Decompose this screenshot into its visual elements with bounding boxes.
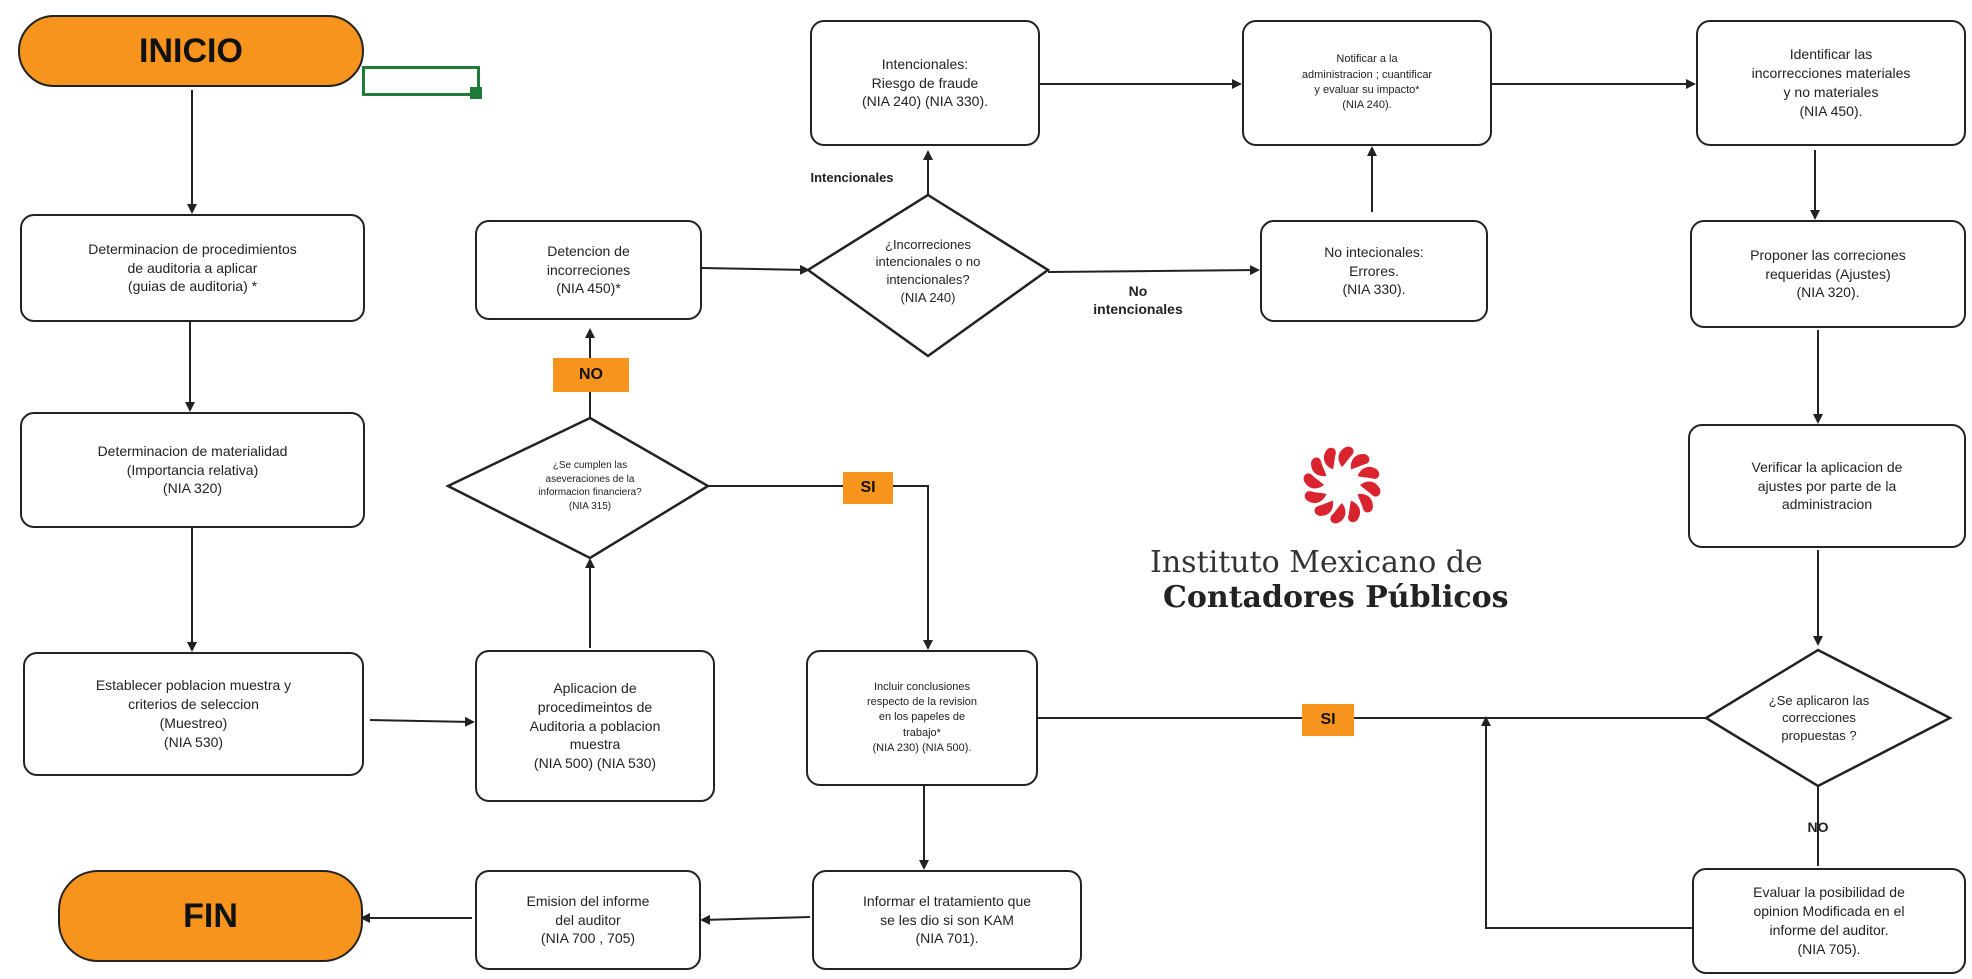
arrow-b15-to-loop (1481, 716, 1692, 929)
arrow-d1-to-b12 (708, 485, 933, 650)
arrow-d2-to-b9 (1047, 265, 1260, 276)
tag-si-correcciones: SI (1302, 704, 1354, 736)
box-no-intencionales-errores: No intecionales: Errores. (NIA 330). (1260, 220, 1488, 322)
label-no-intencionales: No intencionales (1093, 283, 1183, 318)
box-incluir-conclusiones: Incluir conclusiones respecto de la revi… (806, 650, 1038, 786)
box-aplicacion-procedimientos: Aplicacion de procedimeintos de Auditori… (475, 650, 715, 802)
box-informar-kam: Informar el tratamiento que se les dio s… (812, 870, 1082, 970)
box-intencionales-fraude: Intencionales: Riesgo de fraude (NIA 240… (810, 20, 1040, 146)
box-identificar-incorrecciones: Identificar las incorrecciones materiale… (1696, 20, 1966, 146)
box-emision-informe: Emision del informe del auditor (NIA 700… (475, 870, 701, 970)
cell-fill-handle[interactable] (470, 87, 482, 99)
box-determinacion-materialidad: Determinacion de materialidad (Importanc… (20, 412, 365, 528)
arrow-b13-to-b14 (700, 914, 811, 925)
decision-diamond-d3 (1703, 648, 1953, 788)
box-notificar-administracion: Notificar a la administracion ; cuantifi… (1242, 20, 1492, 146)
label-no-correcciones: NO (1807, 819, 1829, 835)
imcp-logo-icon (1303, 446, 1381, 524)
logo-line-2: Contadores Públicos (1163, 580, 1509, 615)
box-detencion-incorreciones: Detencion de incorreciones (NIA 450)* (475, 220, 702, 320)
start-terminal: INICIO (18, 15, 364, 87)
tag-no-aseveraciones: NO (553, 358, 629, 392)
decision-text-intencionales: ¿Incorreciones intencionales o no intenc… (875, 236, 981, 305)
arrow-b5-to-d2 (701, 264, 810, 275)
label-intencionales: Intencionales (810, 170, 894, 185)
tag-si-aseveraciones: SI (843, 472, 893, 504)
logo-line-1: Instituto Mexicano de (1150, 545, 1483, 580)
box-verificar-ajustes: Verificar la aplicacion de ajustes por p… (1688, 424, 1966, 548)
decision-text-correcciones: ¿Se aplicaron las correcciones propuesta… (1768, 692, 1870, 743)
box-determinacion-procedimientos: Determinacion de procedimientos de audit… (20, 214, 365, 322)
arrow-b3-to-b4 (369, 716, 475, 727)
decision-diamond-d2 (805, 193, 1051, 358)
end-terminal: FIN (58, 870, 363, 962)
box-evaluar-opinion-modificada: Evaluar la posibilidad de opinion Modifi… (1692, 868, 1966, 974)
cell-selection-frame (362, 66, 480, 96)
box-proponer-correciones: Proponer las correciones requeridas (Aju… (1690, 220, 1966, 328)
decision-diamond-d1 (445, 416, 711, 560)
box-establecer-poblacion: Establecer poblacion muestra y criterios… (23, 652, 364, 776)
decision-text-aseveraciones: ¿Se cumplen las aseveraciones de la info… (538, 460, 642, 512)
